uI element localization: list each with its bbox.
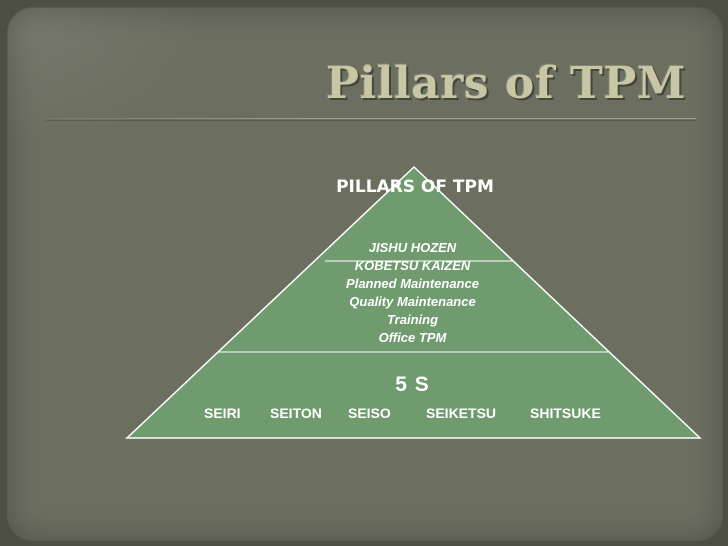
five-s-item: SEITON xyxy=(270,405,322,421)
corner-shade xyxy=(8,8,208,148)
pillar-item: Planned Maintenance xyxy=(346,276,479,291)
title-divider xyxy=(46,118,696,119)
pillar-item: Quality Maintenance xyxy=(349,294,476,309)
pillar-list: JISHU HOZEN KOBETSU KAIZEN Planned Maint… xyxy=(320,239,505,347)
five-s-item: SEISO xyxy=(348,405,391,421)
pyramid-heading: PILLARS OF TPM xyxy=(336,177,494,197)
pillar-item: Training xyxy=(386,312,439,327)
pillar-item: Office TPM xyxy=(378,330,447,345)
five-s-items: SEIRI SEITON SEISO SEIKETSU SHITSUKE xyxy=(204,405,634,501)
pyramid-shape xyxy=(125,165,702,439)
title-divider-shadow xyxy=(46,120,696,121)
five-s-title: 5 S xyxy=(395,373,430,396)
five-s-item: SEIKETSU xyxy=(426,405,497,421)
slide-title: Pillars of TPM xyxy=(325,58,686,109)
slide: Pillars of TPM xyxy=(7,7,723,541)
five-s-item: SHITSUKE xyxy=(530,405,601,421)
pillar-item: JISHU HOZEN xyxy=(368,240,457,255)
pillar-item: KOBETSU KAIZEN xyxy=(354,258,471,273)
five-s-item: SEIRI xyxy=(204,405,241,421)
